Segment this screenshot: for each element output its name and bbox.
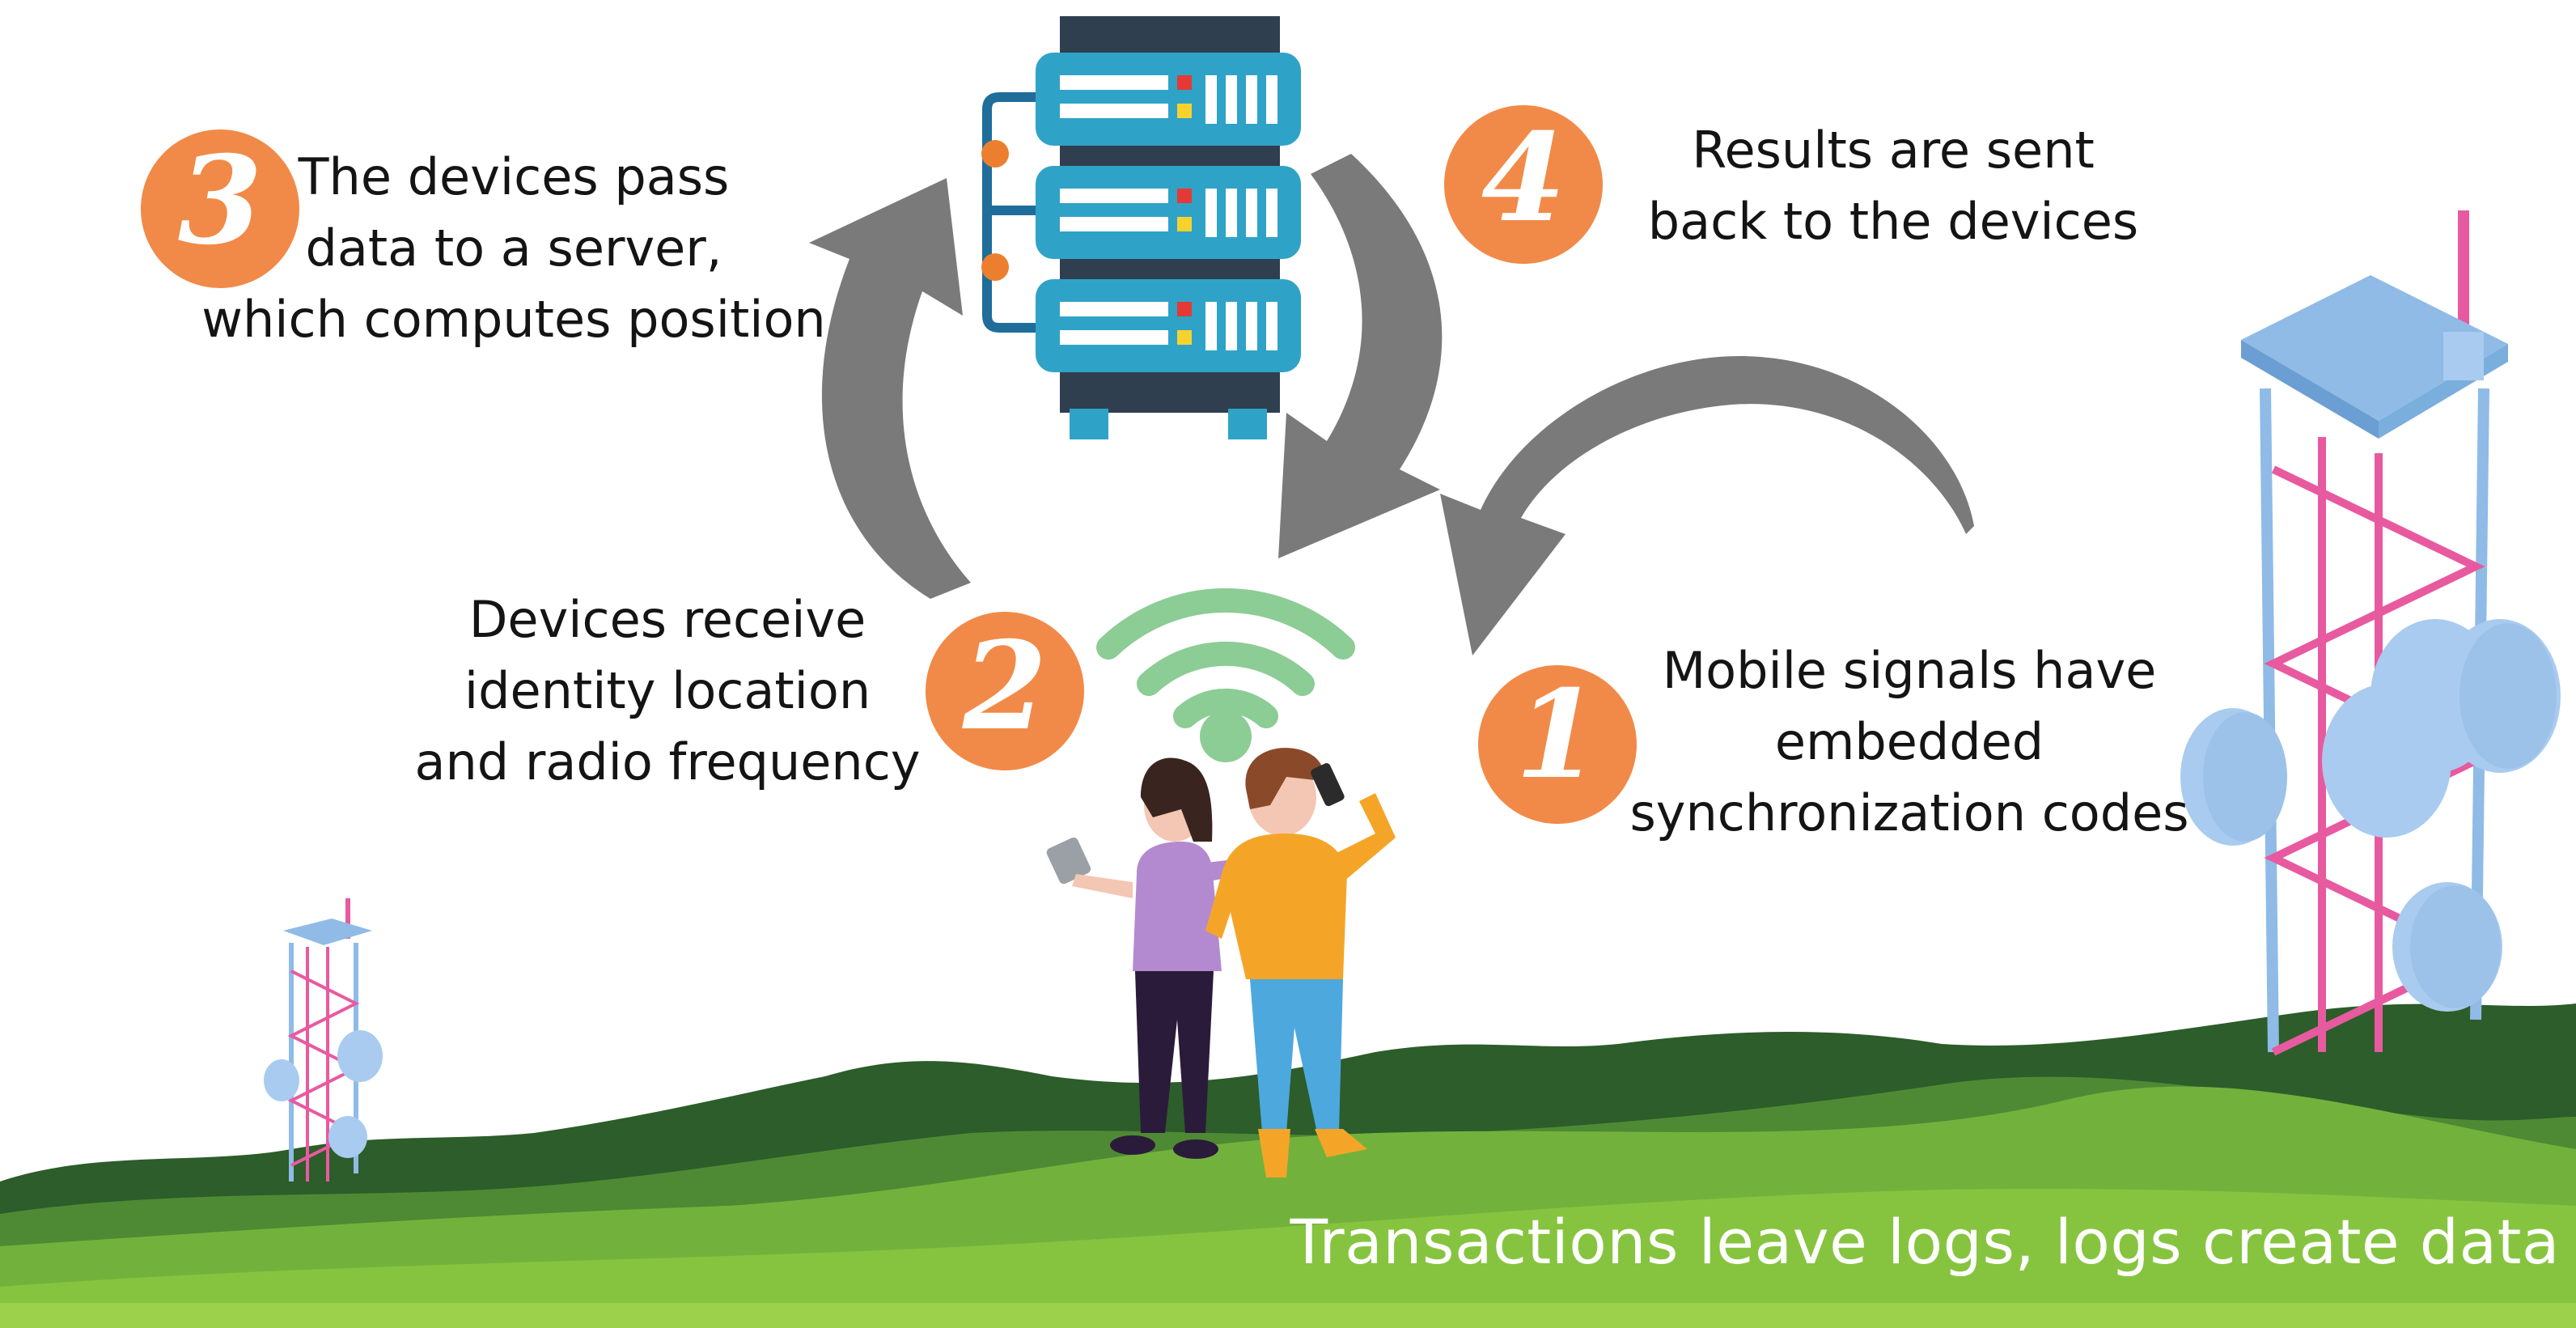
server-unit <box>1036 279 1301 372</box>
step-number-3: 3 <box>178 129 262 272</box>
step-badge-3: 3 <box>141 129 299 288</box>
cell-tower-icon <box>2180 210 2561 1056</box>
grass-base <box>0 1303 2576 1328</box>
step-number-2: 2 <box>962 615 1047 757</box>
step-3-line-2: data to a server, <box>305 219 722 278</box>
woman-figure <box>1046 757 1270 1159</box>
arrow-far-right <box>1440 356 1974 656</box>
step-3-caption: The devices pass data to a server, which… <box>194 142 833 355</box>
step-3-line-3: which computes position <box>201 290 826 349</box>
step-1-line-1: Mobile signals have <box>1662 641 2157 700</box>
arrow-left-up <box>809 178 971 599</box>
front-grass <box>0 1189 2576 1328</box>
step-1-line-2: embedded <box>1774 712 2044 771</box>
step-badge-4: 4 <box>1444 105 1603 264</box>
people-with-phones-icon <box>1046 748 1396 1177</box>
step-number-4: 4 <box>1481 107 1566 249</box>
server-unit <box>1036 53 1301 146</box>
step-1-caption: Mobile signals have embedded synchroniza… <box>1626 635 2193 849</box>
step-4-caption: Results are sent back to the devices <box>1634 115 2152 257</box>
step-4-line-1: Results are sent <box>1692 121 2095 180</box>
man-figure <box>1205 748 1396 1177</box>
step-2-line-3: and radio frequency <box>414 732 921 791</box>
server-unit <box>1036 166 1301 259</box>
cell-tower-icon <box>264 898 383 1182</box>
arrow-right-down <box>1278 154 1443 558</box>
step-badge-1: 1 <box>1478 664 1637 824</box>
server-icon <box>981 16 1301 439</box>
step-1-line-3: synchronization codes <box>1629 783 2189 842</box>
step-4-line-2: back to the devices <box>1647 192 2139 251</box>
step-2-line-1: Devices receive <box>468 590 866 649</box>
step-2-caption: Devices receive identity location and ra… <box>405 584 930 798</box>
wifi-icon <box>1096 588 1355 762</box>
step-badge-2: 2 <box>926 612 1084 770</box>
landscape <box>0 1003 2576 1328</box>
step-number-1: 1 <box>1515 664 1599 806</box>
footer-caption: Transactions leave logs, logs create dat… <box>1290 1206 2560 1278</box>
arrows <box>809 154 1974 656</box>
step-2-line-2: identity location <box>464 661 871 720</box>
step-3-line-1: The devices pass <box>298 147 730 206</box>
